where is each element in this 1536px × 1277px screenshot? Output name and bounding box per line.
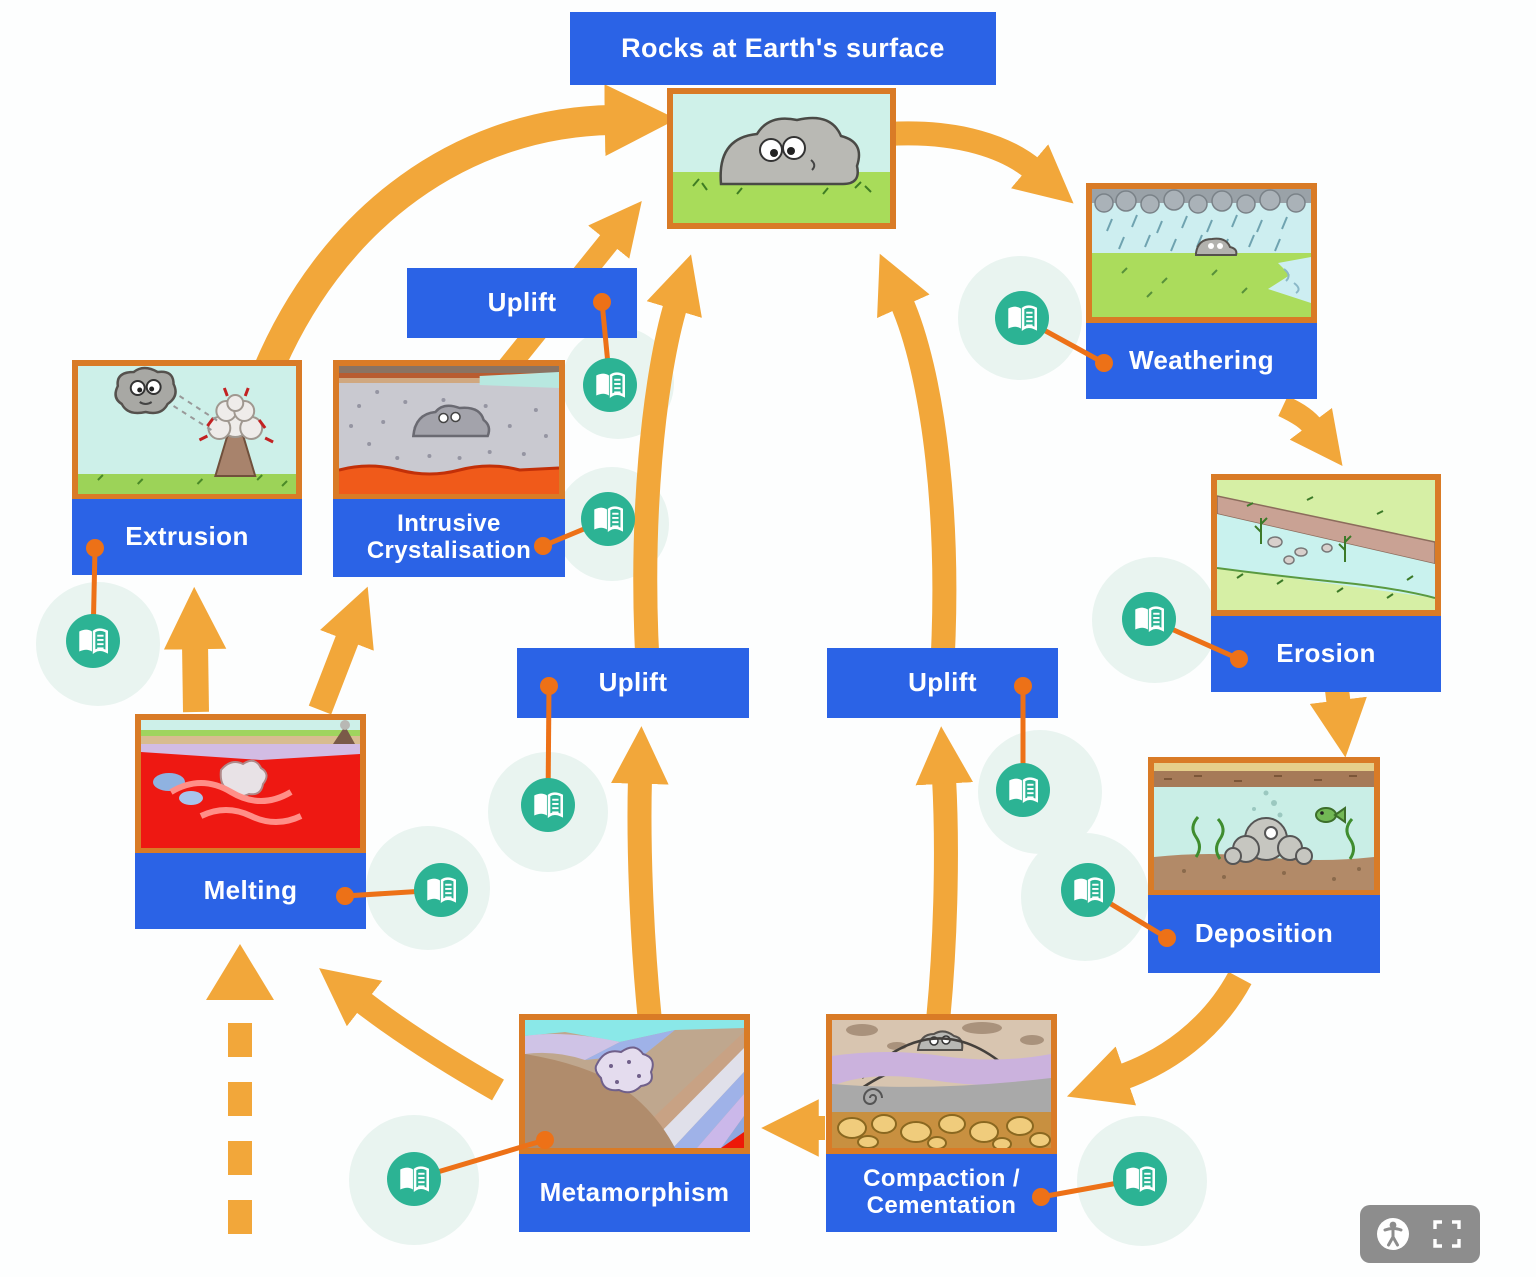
viewer-controls	[1360, 1205, 1480, 1263]
node-label-uplift-top: Uplift	[407, 268, 637, 338]
open-book-icon	[422, 871, 460, 909]
node-image-erosion	[1211, 474, 1441, 616]
book-icon-weathering[interactable]	[995, 291, 1049, 345]
accessibility-button[interactable]	[1373, 1214, 1413, 1254]
open-book-icon	[1121, 1160, 1159, 1198]
book-icon-compaction[interactable]	[1113, 1152, 1167, 1206]
open-book-icon	[1003, 299, 1041, 337]
node-label-erosion: Erosion	[1211, 616, 1441, 692]
accessibility-person-icon	[1377, 1218, 1410, 1250]
node-label-uplift-right: Uplift	[827, 648, 1058, 718]
book-icon-uplift-right[interactable]	[996, 763, 1050, 817]
open-book-icon	[395, 1160, 433, 1198]
book-icon-erosion[interactable]	[1122, 592, 1176, 646]
open-book-icon	[1069, 871, 1107, 909]
node-label-rocks-surface: Rocks at Earth's surface	[570, 12, 996, 85]
node-label-melting: Melting	[135, 853, 366, 929]
arrow-metamorphism-to-uplift	[611, 726, 669, 1042]
node-label-compaction: Compaction / Cementation	[826, 1154, 1057, 1232]
book-icon-intrusive[interactable]	[581, 492, 635, 546]
node-image-extrusion	[72, 360, 302, 500]
open-book-icon	[529, 786, 567, 824]
book-icon-metamorphism[interactable]	[387, 1152, 441, 1206]
arrow-rocks-to-weathering	[887, 121, 1074, 204]
arrow-uplift-to-rocks-left	[633, 254, 702, 701]
node-image-weathering	[1086, 183, 1317, 323]
node-label-uplift-left: Uplift	[517, 648, 749, 718]
arrow-uplift-to-rocks-right	[877, 253, 957, 701]
open-book-icon	[589, 500, 627, 538]
node-label-deposition: Deposition	[1148, 895, 1380, 973]
open-book-icon	[1004, 771, 1042, 809]
open-book-icon	[1130, 600, 1168, 638]
arrow-erosion-to-deposition	[1309, 688, 1367, 758]
fullscreen-brackets-icon	[1432, 1220, 1461, 1248]
open-book-icon	[74, 622, 112, 660]
node-image-compaction	[826, 1014, 1057, 1154]
node-image-rocks-surface	[667, 88, 896, 229]
node-label-weathering: Weathering	[1086, 323, 1317, 399]
arrow-deposition-to-compaction	[1066, 971, 1252, 1106]
arrow-compaction-to-uplift	[915, 726, 974, 1042]
node-label-intrusive: Intrusive Crystalisation	[333, 499, 565, 577]
node-label-metamorphism: Metamorphism	[519, 1154, 750, 1232]
arrow-metamorphism-to-melting	[319, 968, 504, 1101]
fullscreen-button[interactable]	[1427, 1214, 1467, 1254]
book-icon-extrusion[interactable]	[66, 614, 120, 668]
arrow-dashed-head	[206, 944, 274, 1000]
node-image-metamorphism	[519, 1014, 750, 1154]
arrow-extrusion-to-rocks	[248, 84, 677, 391]
arrow-weathering-to-erosion	[1278, 396, 1343, 467]
open-book-icon	[591, 366, 629, 404]
arrow-melting-to-intrusive	[308, 586, 374, 715]
node-label-extrusion: Extrusion	[72, 499, 302, 575]
node-image-melting	[135, 714, 366, 854]
arrow-melting-to-extrusion	[163, 586, 227, 713]
node-image-deposition	[1148, 757, 1380, 896]
book-icon-uplift-left[interactable]	[521, 778, 575, 832]
book-icon-melting[interactable]	[414, 863, 468, 917]
book-icon-deposition[interactable]	[1061, 863, 1115, 917]
book-icon-uplift-top[interactable]	[583, 358, 637, 412]
node-image-intrusive	[333, 360, 565, 500]
